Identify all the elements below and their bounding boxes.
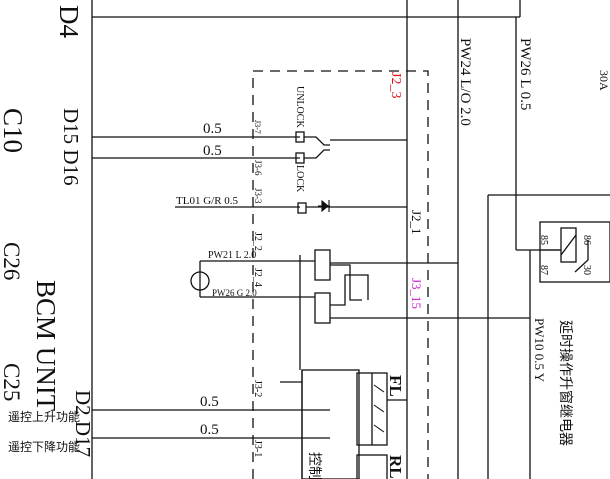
pin-j2-4: J2_4: [252, 268, 263, 287]
label-relay-name: 延时操作升窗继电器: [557, 320, 574, 446]
conn-j3-15: J3_15: [409, 278, 424, 309]
horizontal-labels: 0.5 0.5 TL01 G/R 0.5 PW21 L 2.0 PW26 G 2…: [8, 121, 257, 454]
label-pw26l: PW26 L 0.5: [517, 38, 533, 110]
label-pw21: PW21 L 2.0: [208, 250, 256, 261]
pin-j3-2: J3-2: [252, 380, 263, 397]
label-pw24: PW24 L/O 2.0: [457, 38, 473, 126]
relay-link-2: [330, 274, 369, 306]
label-unlock: UNLOCK: [294, 86, 305, 128]
relay-pin-87: 87: [538, 265, 549, 275]
label-c25: C25: [0, 363, 24, 401]
label-bcm-unit: BCM UNIT: [31, 280, 61, 412]
label-remote-down: 遥控下降功能: [8, 440, 80, 454]
label-rl: RL: [386, 455, 405, 479]
label-d2-d17: D2 D17: [71, 390, 95, 457]
label-tl01: TL01 G/R 0.5: [176, 195, 239, 207]
wires: [91, 0, 610, 479]
label-wire-up: 0.5: [200, 394, 219, 410]
delay-relay-box: [539, 221, 610, 283]
relay-pin-85: 85: [538, 235, 549, 245]
label-remote-up: 遥控上升功能: [8, 410, 80, 424]
relay-2: [314, 292, 331, 324]
label-fl: FL: [386, 375, 405, 397]
label-pw10: PW10 0.5 Y: [532, 318, 547, 383]
label-lock: LOCK: [294, 165, 305, 193]
fl-contacts: [373, 384, 385, 433]
relay-coil: [560, 227, 577, 263]
relay-pin-30: 30: [581, 265, 592, 275]
bcm-dashed-box: [252, 70, 429, 479]
label-c10: C10: [0, 108, 28, 153]
lock-switch: [304, 149, 330, 159]
label-30a: 30A: [597, 70, 610, 91]
rotated-labels: D4 C10 D15 D16 C26 BCM UNIT C25 D2 D17 P…: [0, 5, 610, 479]
label-d4: D4: [54, 5, 84, 38]
label-wire-1: 0.5: [203, 121, 222, 137]
label-wire-down: 0.5: [200, 422, 219, 438]
label-d15-d16: D15 D16: [59, 108, 83, 186]
conn-j2-1: J2_1: [409, 210, 424, 235]
pin-j3-1: J3-1: [252, 440, 263, 457]
diode-icon: [318, 199, 330, 213]
label-pw26g: PW26 G 2.0: [212, 288, 257, 298]
label-wire-2: 0.5: [203, 143, 222, 159]
pin-j3-3: J3-3: [253, 188, 263, 204]
unlock-switch: [304, 136, 330, 146]
pin-j2-2: J2_2: [252, 232, 263, 251]
relay-1: [314, 249, 331, 281]
tl01-contact: [297, 202, 307, 214]
motor-icon: [190, 271, 210, 291]
pin-j3-7: J3-7: [253, 120, 262, 134]
relay-pin-86: 86: [581, 235, 592, 245]
pin-j3-6: J3-6: [253, 160, 263, 176]
relay-link-1: [330, 264, 362, 301]
label-c26: C26: [0, 242, 24, 280]
rl-box: [356, 454, 388, 479]
relay-switch: [574, 240, 589, 273]
relay-coil-diag: [560, 234, 577, 256]
label-controller: 控制: [306, 452, 322, 479]
conn-j2-3: J2_3: [388, 72, 403, 98]
